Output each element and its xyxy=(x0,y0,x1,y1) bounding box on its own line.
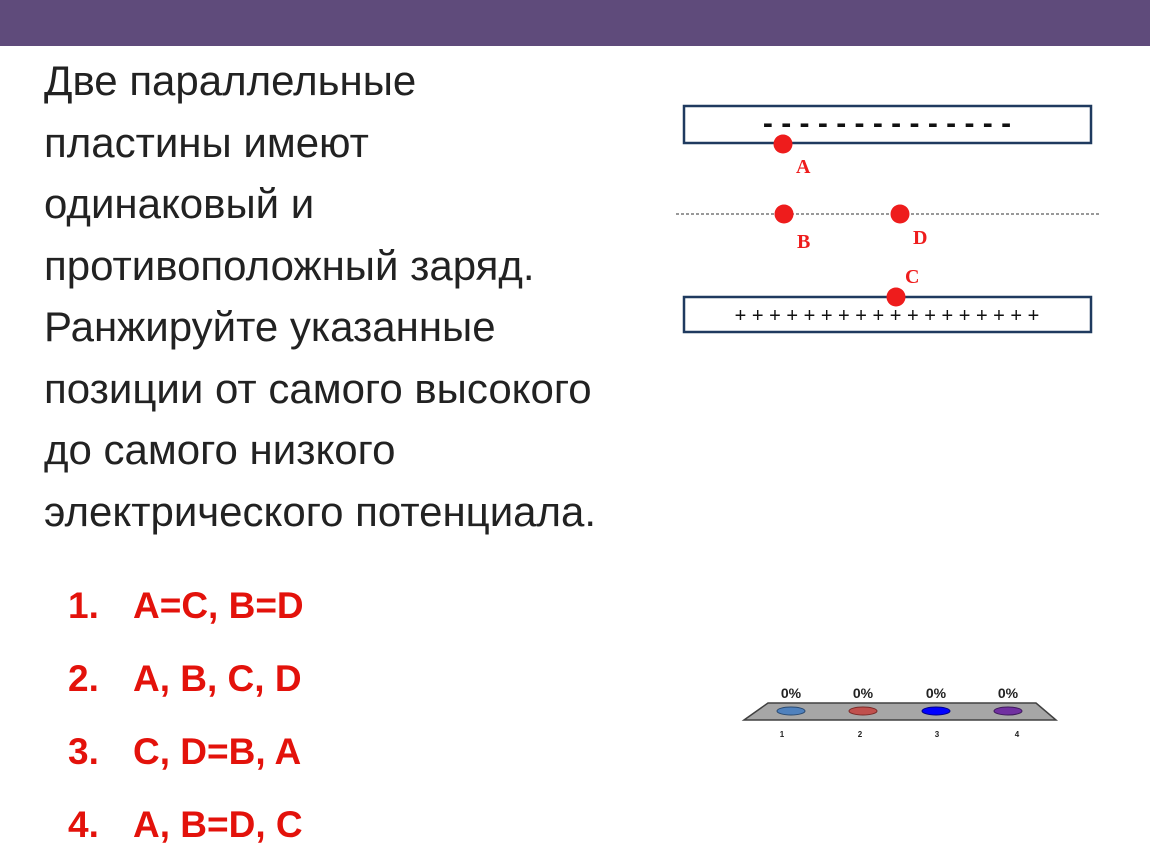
answer-number: 2. xyxy=(68,658,99,699)
answer-list: 1. A=C, B=D 2. A, B, C, D 3. C, D=B, A 4. A,… xyxy=(68,574,304,866)
point-a-dot xyxy=(773,134,793,154)
plates-diagram: - - - - - - - - - - - - - - + + + + + + … xyxy=(676,104,1100,334)
point-d-label: D xyxy=(913,227,927,249)
question-line: до самого низкого xyxy=(44,426,396,473)
answer-text: C, D=B, A xyxy=(133,731,302,772)
poll-results-chart: 0% 0% 0% 0% 1 2 3 4 xyxy=(741,685,1059,739)
poll-label-3: 3 xyxy=(935,730,940,739)
answer-number: 1. xyxy=(68,585,99,626)
negative-plate xyxy=(682,104,1093,145)
positive-plate xyxy=(682,295,1093,334)
point-b-label: B xyxy=(797,231,810,253)
answer-text: A, B, C, D xyxy=(133,658,302,699)
question-text: Две параллельные пластины имеют одинаков… xyxy=(44,50,684,542)
poll-percent-1: 0% xyxy=(781,685,802,701)
negative-charges: - - - - - - - - - - - - - - xyxy=(763,107,1011,140)
answer-option-1[interactable]: 1. A=C, B=D xyxy=(68,574,304,647)
question-line: противоположный заряд. xyxy=(44,241,535,289)
poll-label-1: 1 xyxy=(780,730,785,739)
point-c-label: C xyxy=(905,266,919,288)
question-line: Две параллельные xyxy=(44,57,417,104)
answer-text: A=C, B=D xyxy=(133,585,304,626)
header-bar xyxy=(0,0,1150,46)
poll-percent-4: 0% xyxy=(998,685,1019,701)
question-line: Ранжируйте указанные xyxy=(44,303,496,350)
poll-platform xyxy=(741,702,1059,721)
answer-text: A, B=D, C xyxy=(133,804,303,845)
poll-percent-3: 0% xyxy=(926,685,947,701)
question-line: позиции от самого высокого xyxy=(44,364,592,412)
poll-bar-1 xyxy=(776,706,806,716)
question-line: электрического потенциала. xyxy=(44,487,597,535)
point-a-label: A xyxy=(796,156,811,178)
answer-number: 3. xyxy=(68,731,99,772)
poll-bar-3 xyxy=(921,706,951,716)
answer-option-3[interactable]: 3. C, D=B, A xyxy=(68,720,304,793)
poll-percent-2: 0% xyxy=(853,685,874,701)
point-b-dot xyxy=(774,204,794,224)
poll-label-2: 2 xyxy=(858,730,863,739)
poll-label-4: 4 xyxy=(1015,730,1020,739)
question-line: пластины имеют xyxy=(44,118,369,166)
poll-bar-4 xyxy=(993,706,1023,716)
question-line: одинаковый и xyxy=(44,180,315,227)
poll-bar-2 xyxy=(848,706,878,716)
answer-option-4[interactable]: 4. A, B=D, C xyxy=(68,793,304,866)
answer-number: 4. xyxy=(68,804,99,845)
point-c-dot xyxy=(886,287,906,307)
point-d-dot xyxy=(890,204,910,224)
answer-option-2[interactable]: 2. A, B, C, D xyxy=(68,647,304,720)
positive-charges: + + + + + + + + + + + + + + + + + + xyxy=(735,305,1040,327)
